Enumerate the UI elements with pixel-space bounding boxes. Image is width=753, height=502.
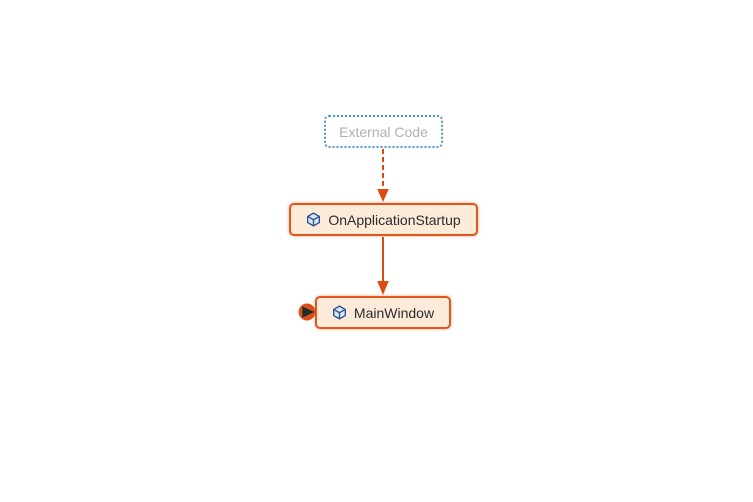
arrowhead-down-icon (377, 281, 389, 295)
cube-icon (306, 212, 321, 227)
node-external-code[interactable]: External Code (324, 115, 443, 148)
arrowhead-down-icon (377, 189, 389, 202)
chevron-right-icon (302, 306, 315, 318)
node-onapplicationstartup[interactable]: OnApplicationStartup (289, 203, 478, 236)
node-mainwindow[interactable]: MainWindow (315, 296, 451, 329)
node-label: External Code (339, 123, 428, 140)
expand-chevron-badge[interactable] (298, 303, 316, 321)
node-label: OnApplicationStartup (328, 211, 461, 228)
node-label: MainWindow (353, 304, 435, 321)
cube-icon (332, 305, 347, 320)
